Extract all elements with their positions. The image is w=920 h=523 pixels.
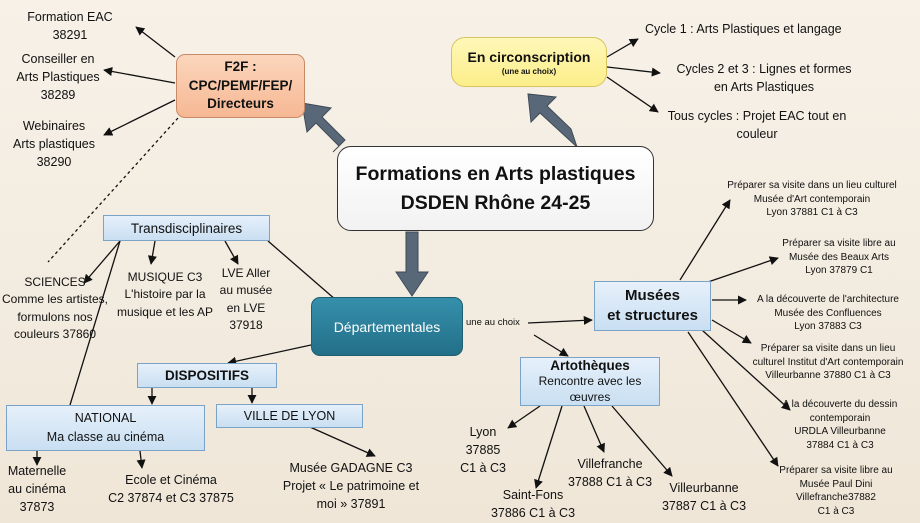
musees-item-mac: Préparer sa visite dans un lieu culturel… (727, 180, 897, 218)
circo-item-cycle1: Cycle 1 : Arts Plastiques et langage (645, 22, 842, 36)
link-national-ecole (136, 450, 146, 469)
artotheques-node: Artothèques Rencontre avec les œuvres (520, 357, 660, 406)
link-f2f-eac (135, 26, 176, 58)
circonscription-title: En circonscription (467, 48, 591, 65)
circonscription-node: En circonscription (une au choix) (451, 37, 607, 87)
link-ville-gadagne (309, 426, 376, 457)
circo-item-tous-cycles: Tous cycles : Projet EAC tout en couleur (667, 109, 847, 142)
link-musees-mba (707, 256, 779, 283)
link-musees-urdla (701, 329, 791, 411)
link-arto-villeurbanne (611, 405, 673, 477)
arto-item-lyon: Lyon 37885 C1 à C3 (460, 425, 506, 476)
link-dep-musees (527, 315, 593, 325)
link-trans-musique (147, 240, 157, 265)
f2f-node: F2F : CPC/PEMF/FEP/ Directeurs (176, 54, 305, 118)
f2f-item-eac: Formation EAC 38291 (27, 10, 113, 43)
link-arto-lyon (507, 405, 541, 429)
musees-item-urdla: A la découverte du dessin contemporain U… (782, 399, 898, 451)
link-f2f-webinaires (103, 99, 176, 136)
trans-item-musique: MUSIQUE C3 L'histoire par la musique et … (116, 270, 214, 319)
central-title-line2: DSDEN Rhône 24-25 (400, 191, 591, 214)
transdisciplinaires-node: Transdisciplinaires (103, 215, 270, 241)
link-circo-c1 (606, 38, 639, 58)
link-musees-iac (711, 319, 752, 344)
musees-node: Musées et structures (594, 281, 711, 331)
ville-item-gadagne: Musée GADAGNE C3 Projet « Le patrimoine … (282, 461, 420, 512)
f2f-item-conseiller: Conseiller en Arts Plastiques 38289 (16, 52, 100, 103)
f2f-item-webinaires: Webinaires Arts plastiques 38290 (13, 119, 95, 170)
musees-item-confluences: A la découverte de l'architecture Musée … (757, 294, 899, 332)
link-f2f-conseiller (103, 66, 176, 84)
central-title-node: Formations en Arts plastiques DSDEN Rhôn… (337, 146, 654, 231)
departementales-node: Départementales (311, 297, 463, 356)
link-trans-lve (224, 240, 239, 265)
departementales-choice-note: une au choix (466, 317, 520, 328)
link-musees-dini (687, 331, 779, 467)
artotheques-title: Artothèques (550, 357, 630, 373)
trans-item-lve: LVE Aller au musée en LVE 37918 (219, 266, 273, 333)
link-circo-tous (606, 76, 659, 113)
link-f2f-sciences (47, 117, 179, 263)
musees-item-dini: Préparer sa visite libre au Musée Paul D… (779, 465, 893, 517)
dispositifs-node: DISPOSITIFS (137, 363, 277, 388)
arrow-center-to-f2f (301, 102, 346, 153)
arto-item-saint-fons: Saint-Fons 37886 C1 à C3 (490, 488, 576, 521)
arrow-center-to-departementales (395, 231, 429, 297)
link-dep-artotheques (533, 334, 569, 357)
ville-de-lyon-node: VILLE DE LYON (216, 404, 363, 428)
link-musees-mac (679, 199, 731, 281)
arto-item-villeurbanne: Villeurbanne 37887 C1 à C3 (661, 481, 747, 514)
link-trans-departementales (267, 240, 337, 301)
arto-item-villefranche: Villefranche 37888 C1 à C3 (567, 457, 653, 490)
trans-item-sciences: SCIENCES Comme les artistes, formulons n… (1, 275, 109, 342)
national-item-maternelle: Maternelle au cinéma 37873 (7, 464, 67, 515)
central-title-line1: Formations en Arts plastiques (355, 163, 636, 186)
link-arto-saintfons (534, 405, 563, 489)
link-trans-national (69, 240, 121, 406)
artotheques-subtitle: Rencontre avec les œuvres (538, 373, 642, 404)
national-node: NATIONAL Ma classe au cinéma (6, 405, 205, 451)
link-trans-sciences (83, 240, 121, 284)
link-circo-c23 (606, 66, 661, 77)
arrow-center-to-circo (527, 93, 579, 149)
circonscription-subtitle: (une au choix) (501, 66, 557, 76)
national-item-ecole-cinema: Ecole et Cinéma C2 37874 et C3 37875 (108, 473, 234, 506)
musees-item-mba: Préparer sa visite libre au Musée des Be… (782, 238, 896, 276)
circo-item-cycles23: Cycles 2 et 3 : Lignes et formes en Arts… (676, 62, 852, 95)
musees-item-iac: Préparer sa visite dans un lieu culturel… (752, 343, 904, 381)
link-arto-villefranche (583, 405, 605, 453)
